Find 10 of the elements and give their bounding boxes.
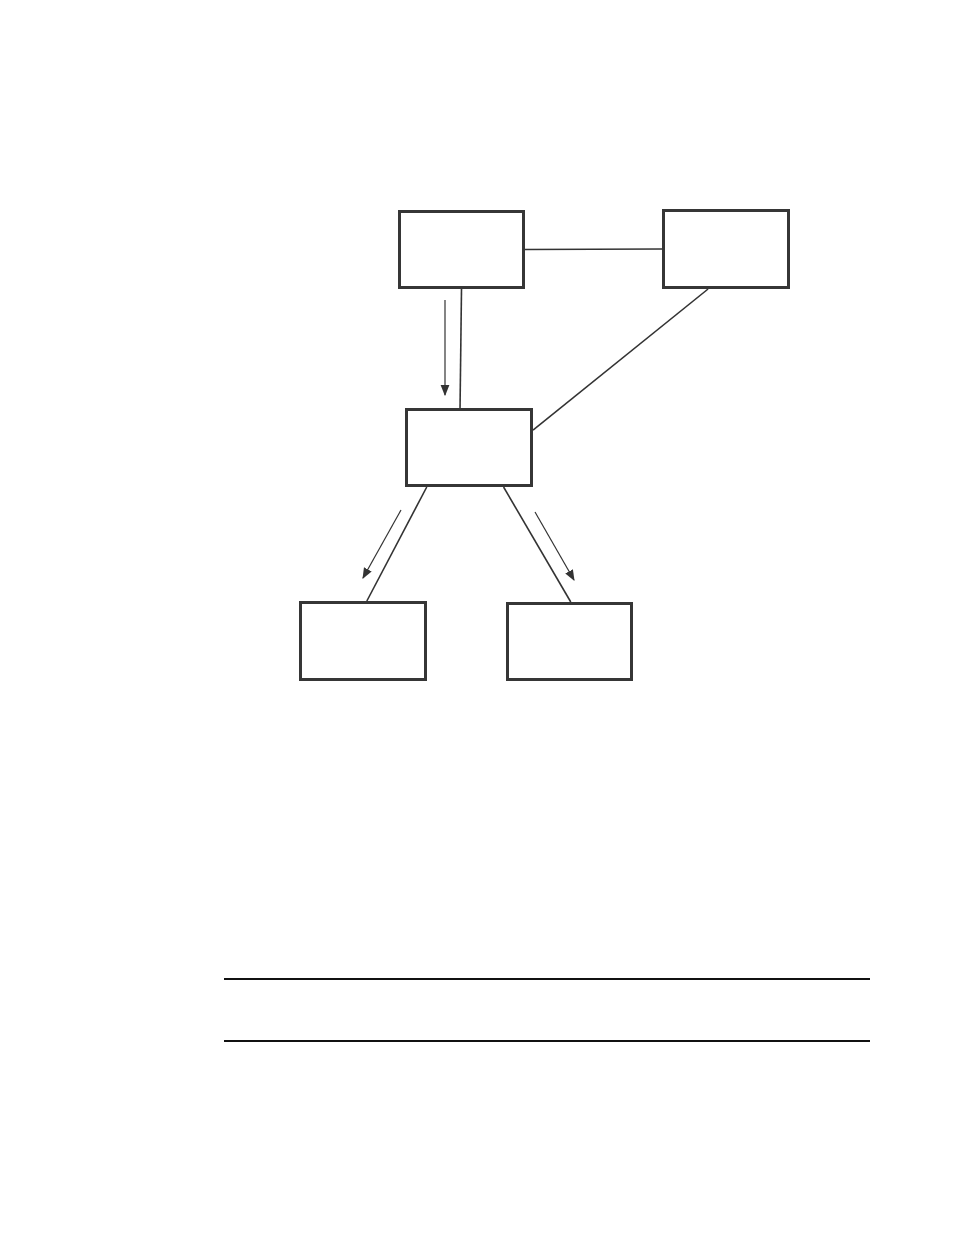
process-box (405, 408, 533, 487)
connector-line (459, 288, 463, 409)
process-box (506, 602, 633, 681)
connector-line (366, 486, 428, 602)
connector-line (532, 288, 709, 431)
process-box (662, 209, 790, 289)
connector-line (502, 486, 572, 603)
connector-line (524, 248, 663, 251)
process-box (398, 210, 525, 289)
process-box (299, 601, 427, 681)
